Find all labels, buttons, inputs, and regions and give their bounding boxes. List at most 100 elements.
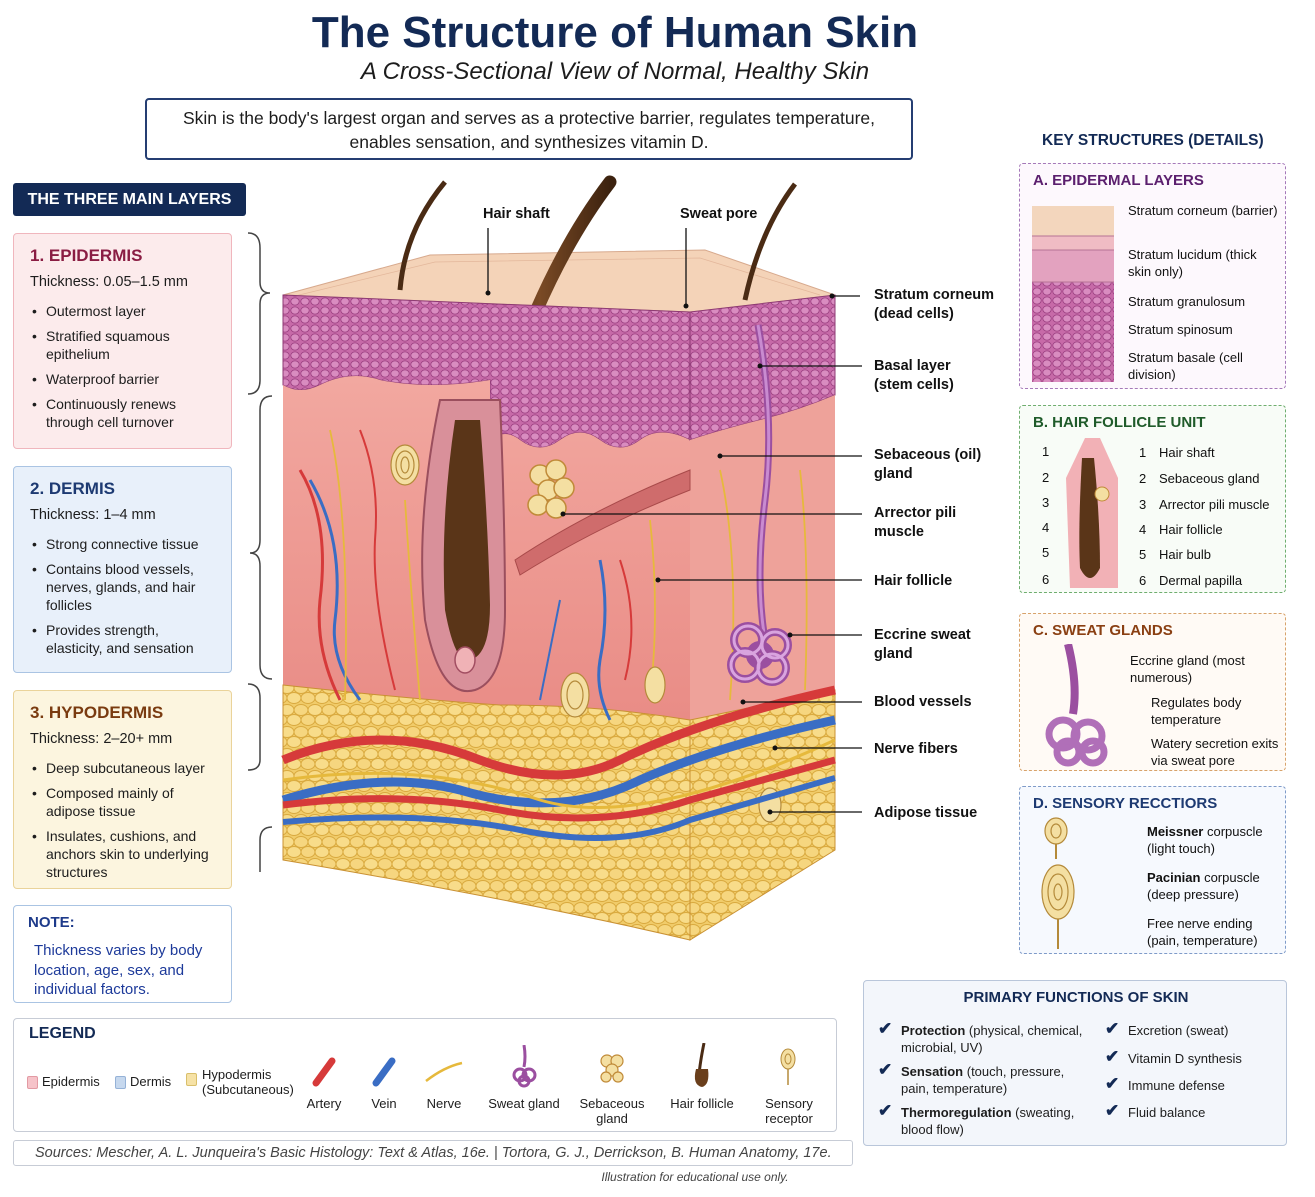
list-item: Composed mainly of adipose tissue <box>30 784 215 820</box>
vein-icon <box>372 1057 396 1087</box>
epidermis-swatch <box>27 1076 38 1090</box>
hair-follicle-unit-title: B. HAIR FOLLICLE UNIT <box>1033 414 1206 431</box>
nerve-icon <box>425 1061 463 1082</box>
legend-title: LEGEND <box>29 1025 96 1042</box>
follicle-num: 2 <box>1139 471 1147 486</box>
receptor-name: Pacinian <box>1147 870 1201 885</box>
sweat-gland-item: Watery secretion exits via sweat pore <box>1151 736 1279 768</box>
artery-deep <box>282 756 836 822</box>
follicle-num: 6 <box>1042 572 1050 587</box>
follicle-num: 3 <box>1042 495 1050 510</box>
epidermis-thickness: Thickness: 0.05–1.5 mm <box>30 274 188 290</box>
check-icon: ✔ <box>1105 1047 1120 1066</box>
legend-label: Artery <box>306 1096 342 1111</box>
check-icon: ✔ <box>878 1101 893 1120</box>
follicle-item: Hair follicle <box>1159 522 1223 537</box>
sensory-receptor-illustration <box>1041 817 1075 949</box>
sources: Sources: Mescher, A. L. Junqueira's Basi… <box>13 1140 853 1166</box>
function-name: Thermoregulation <box>901 1105 1012 1120</box>
leader-lines <box>487 228 862 813</box>
page-title: The Structure of Human Skin <box>311 8 919 57</box>
check-icon: ✔ <box>1105 1101 1120 1120</box>
dermis-swatch <box>115 1076 126 1090</box>
list-item: Continuously renews through cell turnove… <box>30 395 215 431</box>
hypodermis-thickness: Thickness: 2–20+ mm <box>30 731 173 747</box>
page-subtitle: A Cross-Sectional View of Normal, Health… <box>360 58 870 85</box>
legend-item-hypodermis: Hypodermis (Subcutaneous) <box>186 1067 298 1097</box>
hair-shaft-right <box>742 182 797 301</box>
epidermal-layer-item: Stratum spinosum <box>1128 322 1233 337</box>
dermis-box: 2. DERMIS Thickness: 1–4 mm Strong conne… <box>13 466 232 673</box>
label-arrector-pili: Arrector pili muscle <box>874 505 957 540</box>
artery-icon <box>312 1057 336 1087</box>
sensory-receptors-box: D. SENSORY RECCTIORS Meissner corpuscle … <box>1019 786 1286 954</box>
label-sweat-pore: Sweat pore <box>680 206 758 222</box>
list-item: Insulates, cushions, and anchors skin to… <box>30 827 215 881</box>
list-item: Provides strength, elasticity, and sensa… <box>30 621 215 657</box>
follicle-num: 5 <box>1139 547 1147 562</box>
function-item: ✔ Fluid balance <box>1105 1101 1275 1121</box>
follicle-item: Hair shaft <box>1159 445 1215 460</box>
function-item: ✔Immune defense <box>1105 1075 1275 1094</box>
list-item: Outermost layer <box>30 302 215 320</box>
receptor-name: Meissner <box>1147 824 1204 839</box>
sebaceous-gland <box>527 459 575 519</box>
list-item: Contains blood vessels, nerves, glands, … <box>30 560 215 614</box>
epidermal-layers-box: A. EPIDERMAL LAYERS Stratum corneum (bar… <box>1019 163 1286 389</box>
check-icon: ✔ <box>1105 1019 1120 1038</box>
meissner-receptor <box>390 444 420 486</box>
follicle-num: 4 <box>1042 520 1050 535</box>
sweat-gland-item: Regulates body temperature <box>1151 695 1242 727</box>
label-basal-layer: Basal layer (stem cells) <box>874 358 954 393</box>
sweat-gland-icon <box>512 1045 537 1088</box>
function-name: Excretion (sweat) <box>1128 1023 1229 1038</box>
label-sebaceous-gland: Sebaceous (oil) gland <box>874 447 982 482</box>
legend-item-dermis: Dermis <box>115 1074 172 1090</box>
leader-dots <box>485 290 835 815</box>
receptor-desc: corpuscle (deep pressure) <box>1147 870 1260 902</box>
dermis-thickness: Thickness: 1–4 mm <box>30 507 156 523</box>
primary-functions-box: PRIMARY FUNCTIONS OF SKIN ✔ Protection (p… <box>863 980 1287 1146</box>
epidermis-title: 1. EPIDERMIS <box>30 246 143 265</box>
label-stratum-corneum: Stratum corneum (dead cells) <box>874 287 995 322</box>
legend-item-epidermis: Epidermis <box>27 1074 100 1090</box>
epidermis-box: 1. EPIDERMIS Thickness: 0.05–1.5 mm Oute… <box>13 233 232 449</box>
note-text: Thickness varies by body location, age, … <box>34 942 203 998</box>
follicle-item: Hair bulb <box>1159 547 1212 562</box>
legend-label: Dermis <box>130 1074 172 1089</box>
dermal-vessels <box>298 429 633 721</box>
functions-title: PRIMARY FUNCTIONS OF SKIN <box>963 989 1189 1006</box>
list-item: Deep subcutaneous layer <box>30 759 215 777</box>
legend-label: Nerve <box>426 1096 462 1111</box>
receptor-item: Meissner corpuscle (light touch) <box>1147 823 1282 857</box>
follicle-num: 4 <box>1139 522 1147 537</box>
follicle-item: Sebaceous gland <box>1159 471 1260 486</box>
function-name: Immune defense <box>1128 1078 1225 1093</box>
legend-label: Sebaceous gland <box>579 1096 645 1126</box>
follicle-num: 1 <box>1139 445 1147 460</box>
label-hair-follicle: Hair follicle <box>874 573 953 589</box>
layer-brackets <box>247 232 273 872</box>
intro-line: enables sensation, and synthesizes vitam… <box>349 132 709 152</box>
key-structures-title: KEY STRUCTURES (DETAILS) <box>1042 132 1264 149</box>
function-name: Protection <box>901 1023 966 1038</box>
intro-line: Skin is the body's largest organ and ser… <box>182 108 876 128</box>
intro-box: Skin is the body's largest organ and ser… <box>145 98 913 160</box>
label-nerve-fibers: Nerve fibers <box>874 741 958 757</box>
sensory-receptors-title: D. SENSORY RECCTIORS <box>1033 795 1218 812</box>
function-desc: (physical, chemical, microbial, UV) <box>901 1023 1083 1055</box>
follicle-item: Arrector pili muscle <box>1159 497 1270 512</box>
artery-large <box>281 685 836 780</box>
epidermal-layers-title: A. EPIDERMAL LAYERS <box>1033 172 1204 189</box>
legend-label: Hair follicle <box>670 1096 734 1111</box>
layers-header: THE THREE MAIN LAYERS <box>13 183 246 216</box>
nerve-large <box>282 738 836 809</box>
label-eccrine-gland: Eccrine sweat gland <box>874 627 971 662</box>
function-name: Fluid balance <box>1128 1105 1206 1120</box>
receptor-desc: (pain, temperature) <box>1147 933 1258 948</box>
legend-label: Epidermis <box>42 1074 100 1089</box>
sweat-gland-item: Eccrine gland (most numerous) <box>1130 653 1245 685</box>
function-item: ✔Sensation (touch, pressure, pain, tempe… <box>878 1061 1088 1097</box>
epidermal-layer-item: Stratum basale (cell division) <box>1128 350 1243 382</box>
